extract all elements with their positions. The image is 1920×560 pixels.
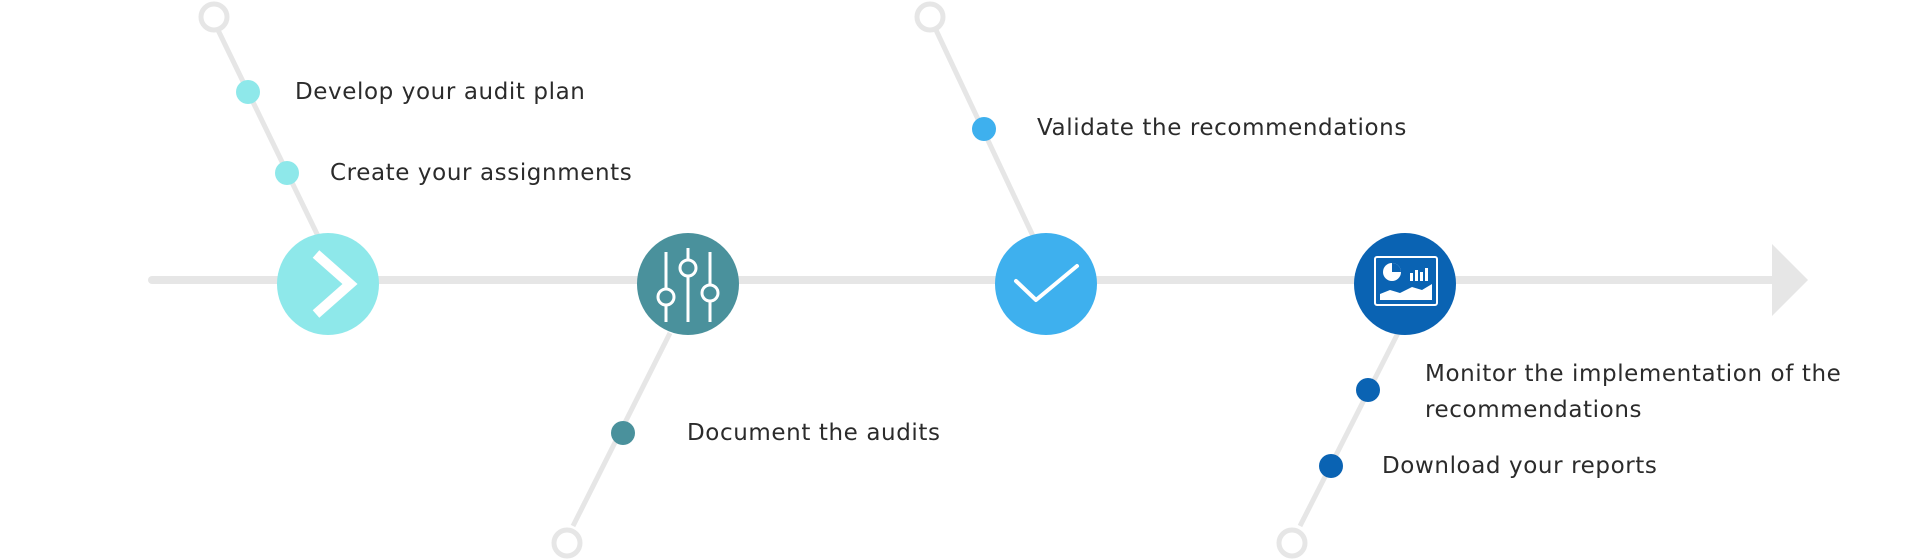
item-validate-recommendations: Validate the recommendations bbox=[1037, 115, 1407, 141]
bullet-create bbox=[275, 161, 299, 185]
branch-line-step1 bbox=[215, 28, 321, 238]
bullet-document bbox=[611, 421, 635, 445]
bullet-validate bbox=[972, 117, 996, 141]
chevron-right-icon bbox=[312, 250, 358, 318]
branch-end-ring bbox=[1276, 527, 1308, 559]
step-1-node bbox=[277, 233, 379, 335]
step-4-circle bbox=[1354, 233, 1456, 335]
checkmark-icon bbox=[1014, 264, 1079, 302]
item-monitor-implementation: Monitor the implementation of the recomm… bbox=[1425, 361, 1842, 423]
step-2-node bbox=[637, 233, 739, 335]
timeline-arrowhead bbox=[1772, 244, 1808, 316]
step-4-node bbox=[1354, 233, 1456, 335]
item-create-assignments: Create your assignments bbox=[330, 160, 633, 186]
step-3-circle bbox=[995, 233, 1097, 335]
item-develop-audit-plan: Develop your audit plan bbox=[295, 79, 586, 105]
bullet-develop bbox=[236, 80, 260, 104]
bullet-monitor bbox=[1356, 378, 1380, 402]
branch-line-step4 bbox=[1297, 331, 1401, 528]
branch-end-ring bbox=[551, 527, 583, 559]
dashboard-icon bbox=[1374, 256, 1438, 306]
branch-end-ring bbox=[198, 1, 230, 33]
branch-end-ring bbox=[914, 1, 946, 33]
sliders-icon bbox=[656, 248, 720, 322]
step-1-circle bbox=[277, 233, 379, 335]
item-download-reports: Download your reports bbox=[1382, 453, 1658, 479]
bullet-download bbox=[1319, 454, 1343, 478]
step-3-node bbox=[995, 233, 1097, 335]
item-document-audits: Document the audits bbox=[687, 420, 941, 446]
